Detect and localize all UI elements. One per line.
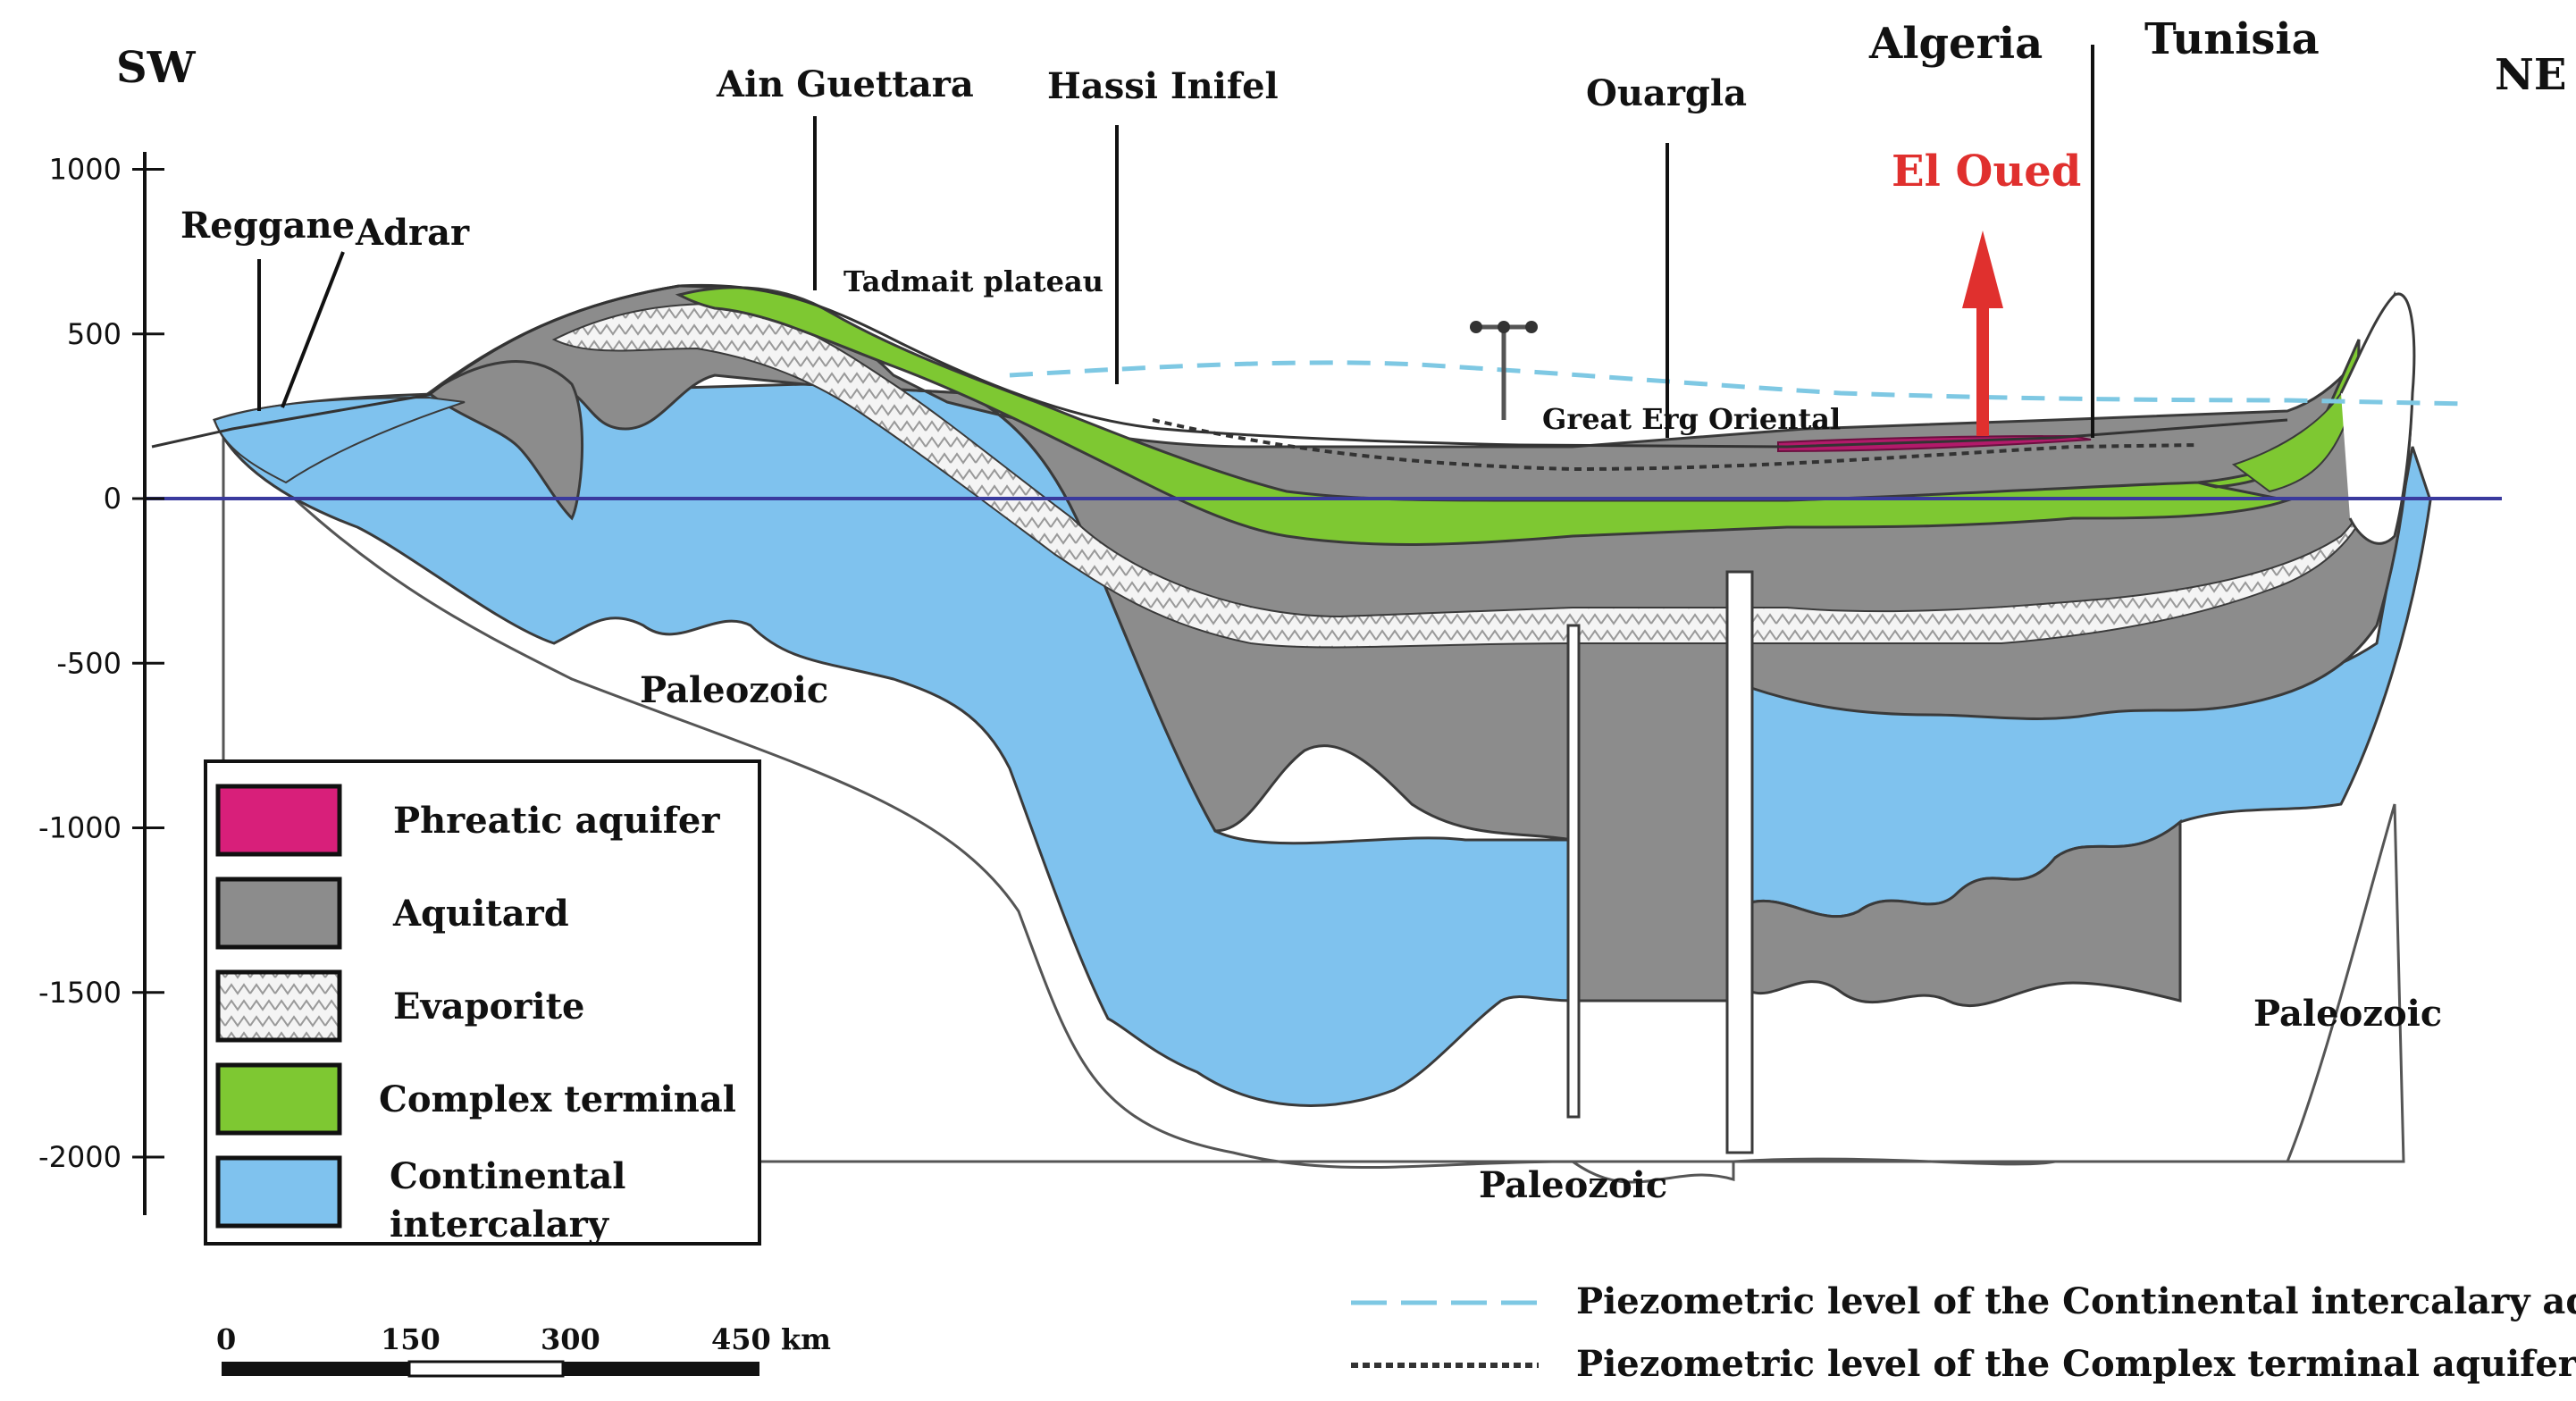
y-tick-label: -2000 <box>38 1140 122 1174</box>
y-tick-label: 500 <box>67 317 122 351</box>
borehole-1 <box>1566 624 1581 1119</box>
scale-tick-450: 450 km <box>711 1322 831 1356</box>
legend-swatch <box>215 877 342 950</box>
y-tick-label: -1000 <box>38 811 122 845</box>
scale-tick-0: 0 <box>216 1322 236 1356</box>
legend-label: Phreatic aquifer <box>393 800 720 842</box>
place-hassi-inifel: Hassi Inifel <box>1047 65 1279 107</box>
line-legend: Piezometric level of the Continental int… <box>1351 1280 2576 1385</box>
country-tunisia: Tunisia <box>2144 14 2320 64</box>
legend: Phreatic aquiferAquitardEvaporiteComplex… <box>204 759 761 1246</box>
legend-label: Aquitard <box>392 893 569 935</box>
legend-swatch <box>215 1062 342 1136</box>
line-legend-ci-label: Piezometric level of the Continental int… <box>1576 1280 2576 1322</box>
scale-bar: 0 150 300 450 km <box>216 1322 831 1378</box>
place-tadmait: Tadmait plateau <box>843 264 1103 298</box>
legend-swatch <box>215 1155 342 1229</box>
place-ouargla: Ouargla <box>1586 72 1747 114</box>
borehole-2 <box>1725 570 1754 1154</box>
paleozoic-label-1: Paleozoic <box>640 669 828 711</box>
scale-tick-300: 300 <box>541 1322 600 1356</box>
aquitard-west <box>426 360 583 521</box>
paleozoic-label-3: Paleozoic <box>2253 993 2442 1035</box>
place-ain-guettara: Ain Guettara <box>716 63 974 105</box>
place-adrar: Adrar <box>355 212 470 254</box>
piezometric-ct-line <box>1152 418 2199 472</box>
legend-label: intercalary <box>390 1204 610 1246</box>
sw-label: SW <box>116 43 197 93</box>
y-tick-label: 0 <box>104 482 122 516</box>
y-tick-label: -1500 <box>38 976 122 1010</box>
legend-label: Evaporite <box>393 986 585 1028</box>
ne-label: NE <box>2495 50 2566 100</box>
east-relief <box>2339 292 2416 545</box>
place-reggane: Reggane <box>180 205 355 247</box>
paleozoic-label-2: Paleozoic <box>1479 1164 1667 1206</box>
el-oued-label: El Oued <box>1892 147 2081 197</box>
legend-label: Complex terminal <box>379 1078 736 1120</box>
y-axis: 1000 500 0 -500 -1000 -1500 -2000 <box>38 153 164 1174</box>
el-oued-arrow <box>1962 231 2003 436</box>
y-tick-label: 1000 <box>49 153 122 187</box>
piezometric-ci-line <box>1009 360 2467 407</box>
country-algeria: Algeria <box>1868 19 2043 69</box>
y-tick-label: -500 <box>56 646 122 680</box>
scale-tick-150: 150 <box>381 1322 441 1356</box>
legend-swatch <box>215 969 342 1043</box>
legend-swatch <box>215 784 342 857</box>
legend-label: Continental <box>390 1155 625 1197</box>
line-legend-ct-label: Piezometric level of the Complex termina… <box>1576 1343 2576 1385</box>
leader-adrar <box>281 251 345 408</box>
topographic-surface <box>151 283 2288 449</box>
place-great-erg: Great Erg Oriental <box>1542 402 1841 436</box>
paleozoic-basement <box>222 425 2405 1184</box>
ci-reggane-wedge <box>213 396 466 484</box>
well-symbol <box>1470 321 1538 420</box>
